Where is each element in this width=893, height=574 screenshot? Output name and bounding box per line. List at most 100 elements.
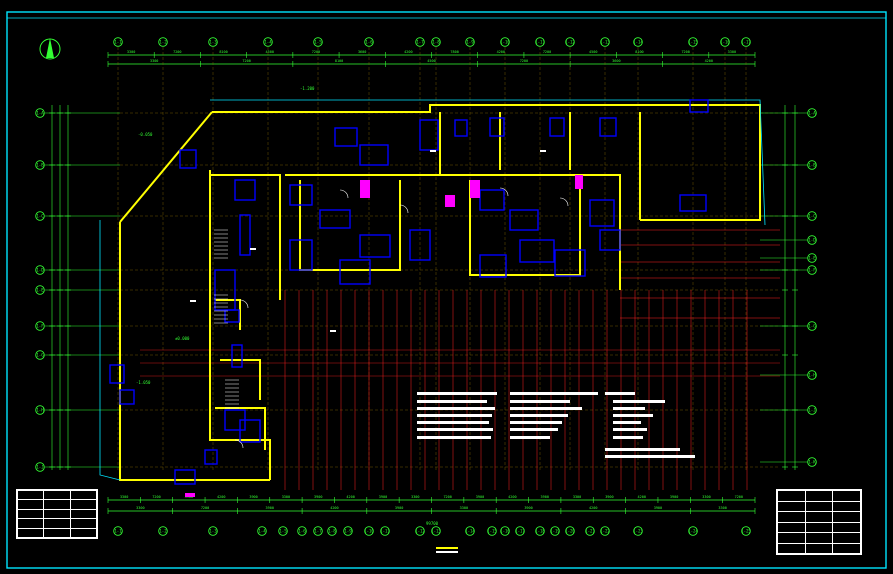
- cell: [69, 527, 98, 539]
- axis-bubble-icon: [327, 526, 337, 536]
- axis-bubble-icon: [465, 526, 475, 536]
- dim-text: 3900: [654, 506, 662, 510]
- axis-bubble-icon: [535, 37, 545, 47]
- perimeter-line: [210, 99, 766, 226]
- bottom-axis-bubble: 1-3: [208, 526, 218, 536]
- bottom-axis-bubble: 1-22: [600, 526, 610, 536]
- cell: [69, 508, 98, 520]
- dim-text: 3900: [266, 506, 274, 510]
- inner-wall-c: [285, 174, 621, 290]
- dim-text: 7800: [450, 50, 458, 54]
- bottom-axis-bubble: 1-17: [515, 526, 525, 536]
- axis-bubble-icon: [600, 526, 610, 536]
- cell: [777, 511, 806, 523]
- bottom-axis-bubble: 1-2: [158, 526, 168, 536]
- bottom-axis-bubble: 1-11: [380, 526, 390, 536]
- cell: [43, 518, 71, 529]
- legend-table-left: [16, 489, 98, 539]
- cell: [804, 521, 834, 533]
- axis-label: 1-16: [500, 529, 510, 534]
- cell: [804, 542, 834, 554]
- notes-block: [417, 392, 695, 458]
- drawing-title-bar: [436, 547, 458, 549]
- cell: [16, 527, 45, 539]
- axis-label: 1-15: [688, 40, 698, 45]
- cell: [43, 508, 71, 520]
- axis-bubble-icon: [807, 211, 817, 221]
- axis-bubble-icon: [35, 321, 45, 331]
- axis-label: 1-21: [585, 529, 595, 534]
- dim-text: 7200: [152, 495, 160, 499]
- top-axis-bubble: 1-6: [364, 37, 374, 47]
- left-axis-bubble: 1-C: [35, 211, 45, 221]
- inner-wall-e: [469, 180, 581, 276]
- axis-label: 1-8: [328, 529, 336, 534]
- left-axis-bubble: 1-B: [35, 160, 45, 170]
- plumbing-fixture: [509, 209, 539, 231]
- cell: [832, 521, 861, 533]
- axis-bubble-icon: [688, 526, 698, 536]
- plumbing-fixture: [224, 309, 240, 323]
- axis-bubble-icon: [431, 526, 441, 536]
- axis-bubble-icon: [35, 108, 45, 118]
- door-swing-icon: [559, 197, 569, 207]
- plumbing-fixture: [479, 254, 507, 278]
- axis-label: 1-J: [36, 465, 43, 470]
- cell: [777, 542, 806, 554]
- right-axis-bubble: 1-G: [807, 321, 817, 331]
- door-swing-icon: [234, 439, 244, 449]
- left-axis-bubble: 1-F: [35, 321, 45, 331]
- axis-bubble-icon: [807, 265, 817, 275]
- cell: [804, 532, 834, 544]
- dim-text: 4500: [266, 50, 274, 54]
- room-label-mark: [540, 150, 546, 152]
- pipe-layer: [140, 229, 780, 490]
- title-block-right-grid: [777, 490, 861, 554]
- axis-bubble-icon: [158, 37, 168, 47]
- dim-text: 4200: [404, 50, 412, 54]
- axis-bubble-icon: [35, 405, 45, 415]
- axis-bubble-icon: [807, 108, 817, 118]
- plumbing-fixture: [339, 259, 371, 285]
- axis-label: 1-7: [416, 40, 424, 45]
- axis-label: 1-D: [808, 238, 816, 243]
- bottom-axis-bubble: 1-15: [487, 526, 497, 536]
- dim-text: 3300: [718, 506, 726, 510]
- drawing-title-underline: [436, 551, 458, 553]
- axis-label: 1-H: [808, 373, 816, 378]
- plumbing-fixture: [454, 119, 468, 137]
- dim-text: 7200: [312, 50, 320, 54]
- plumbing-fixture: [554, 249, 586, 277]
- bottom-axis-bubble: 1-9: [343, 526, 353, 536]
- plumbing-fixture: [519, 239, 555, 263]
- bottom-axis-bubble: 1-10: [364, 526, 374, 536]
- dim-text: 7200: [173, 50, 181, 54]
- inner-wall-d: [299, 180, 401, 271]
- top-axis-bubble: 1-16: [720, 37, 730, 47]
- top-axis-bubble: 1-14: [633, 37, 643, 47]
- cell: [16, 508, 45, 520]
- axis-bubble-icon: [313, 37, 323, 47]
- axis-bubble-icon: [487, 526, 497, 536]
- axis-bubble-icon: [113, 37, 123, 47]
- axis-label: 1-5: [279, 529, 287, 534]
- axis-bubble-icon: [35, 265, 45, 275]
- axis-label: 1-G: [36, 353, 44, 358]
- dim-text: 3300: [573, 495, 581, 499]
- axis-bubble-icon: [535, 526, 545, 536]
- axis-label: 1-16: [720, 40, 730, 45]
- axis-label: 1-7: [314, 529, 322, 534]
- drawing-frame: [6, 11, 887, 569]
- right-axis-bubble: 1-J: [807, 405, 817, 415]
- axis-label: 1-17: [741, 40, 751, 45]
- legend-table-left-grid: [16, 489, 98, 539]
- dim-text: 3900: [605, 495, 613, 499]
- axis-label: 1-3: [209, 529, 217, 534]
- level-mark-2: -0.050: [138, 132, 153, 137]
- axis-bubble-icon: [500, 526, 510, 536]
- right-axis-bubble: 1-C: [807, 211, 817, 221]
- north-arrow-icon: [39, 38, 61, 60]
- axis-label: 1-22: [600, 529, 610, 534]
- dim-text: 3300: [127, 50, 135, 54]
